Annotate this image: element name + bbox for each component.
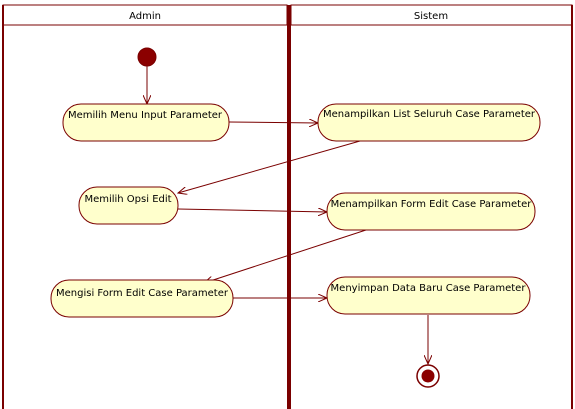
activity-a3-label: Mengisi Form Edit Case Parameter xyxy=(56,288,229,299)
swimlane-admin-label: Admin xyxy=(129,11,161,22)
initial-node xyxy=(137,47,157,67)
flow-a1-to-s1 xyxy=(228,122,318,123)
flow-s1-to-a2 xyxy=(178,140,361,193)
flow-s2-to-a3 xyxy=(204,229,367,283)
activity-a3-shape xyxy=(50,279,234,318)
swimlane-sistem-label: Sistem xyxy=(414,11,448,22)
final-node xyxy=(416,364,440,388)
activity-s1: Menampilkan List Seluruh Case Parameter xyxy=(317,103,541,142)
activity-s3: Menyimpan Data Baru Case Parameter xyxy=(326,276,531,315)
activity-s3-shape xyxy=(326,276,531,315)
activity-s1-label: Menampilkan List Seluruh Case Parameter xyxy=(323,109,536,120)
activity-a3: Mengisi Form Edit Case Parameter xyxy=(50,279,234,318)
activity-s2-shape xyxy=(326,192,536,231)
activity-s3-label: Menyimpan Data Baru Case Parameter xyxy=(331,283,527,294)
activity-a1-shape xyxy=(62,103,230,142)
activity-a2-shape xyxy=(78,186,179,225)
activity-s2-label: Menampilkan Form Edit Case Parameter xyxy=(331,199,533,210)
flows xyxy=(147,66,428,364)
activity-a2: Memilih Opsi Edit xyxy=(78,186,179,225)
activity-a2-label: Memilih Opsi Edit xyxy=(84,194,171,205)
flow-a2-to-s2 xyxy=(177,209,327,212)
final-node-inner xyxy=(421,369,435,383)
activity-s1-shape xyxy=(317,103,541,142)
activity-a1: Memilih Menu Input Parameter xyxy=(62,103,230,142)
activity-a1-label: Memilih Menu Input Parameter xyxy=(68,110,223,121)
activity-s2: Menampilkan Form Edit Case Parameter xyxy=(326,192,536,231)
